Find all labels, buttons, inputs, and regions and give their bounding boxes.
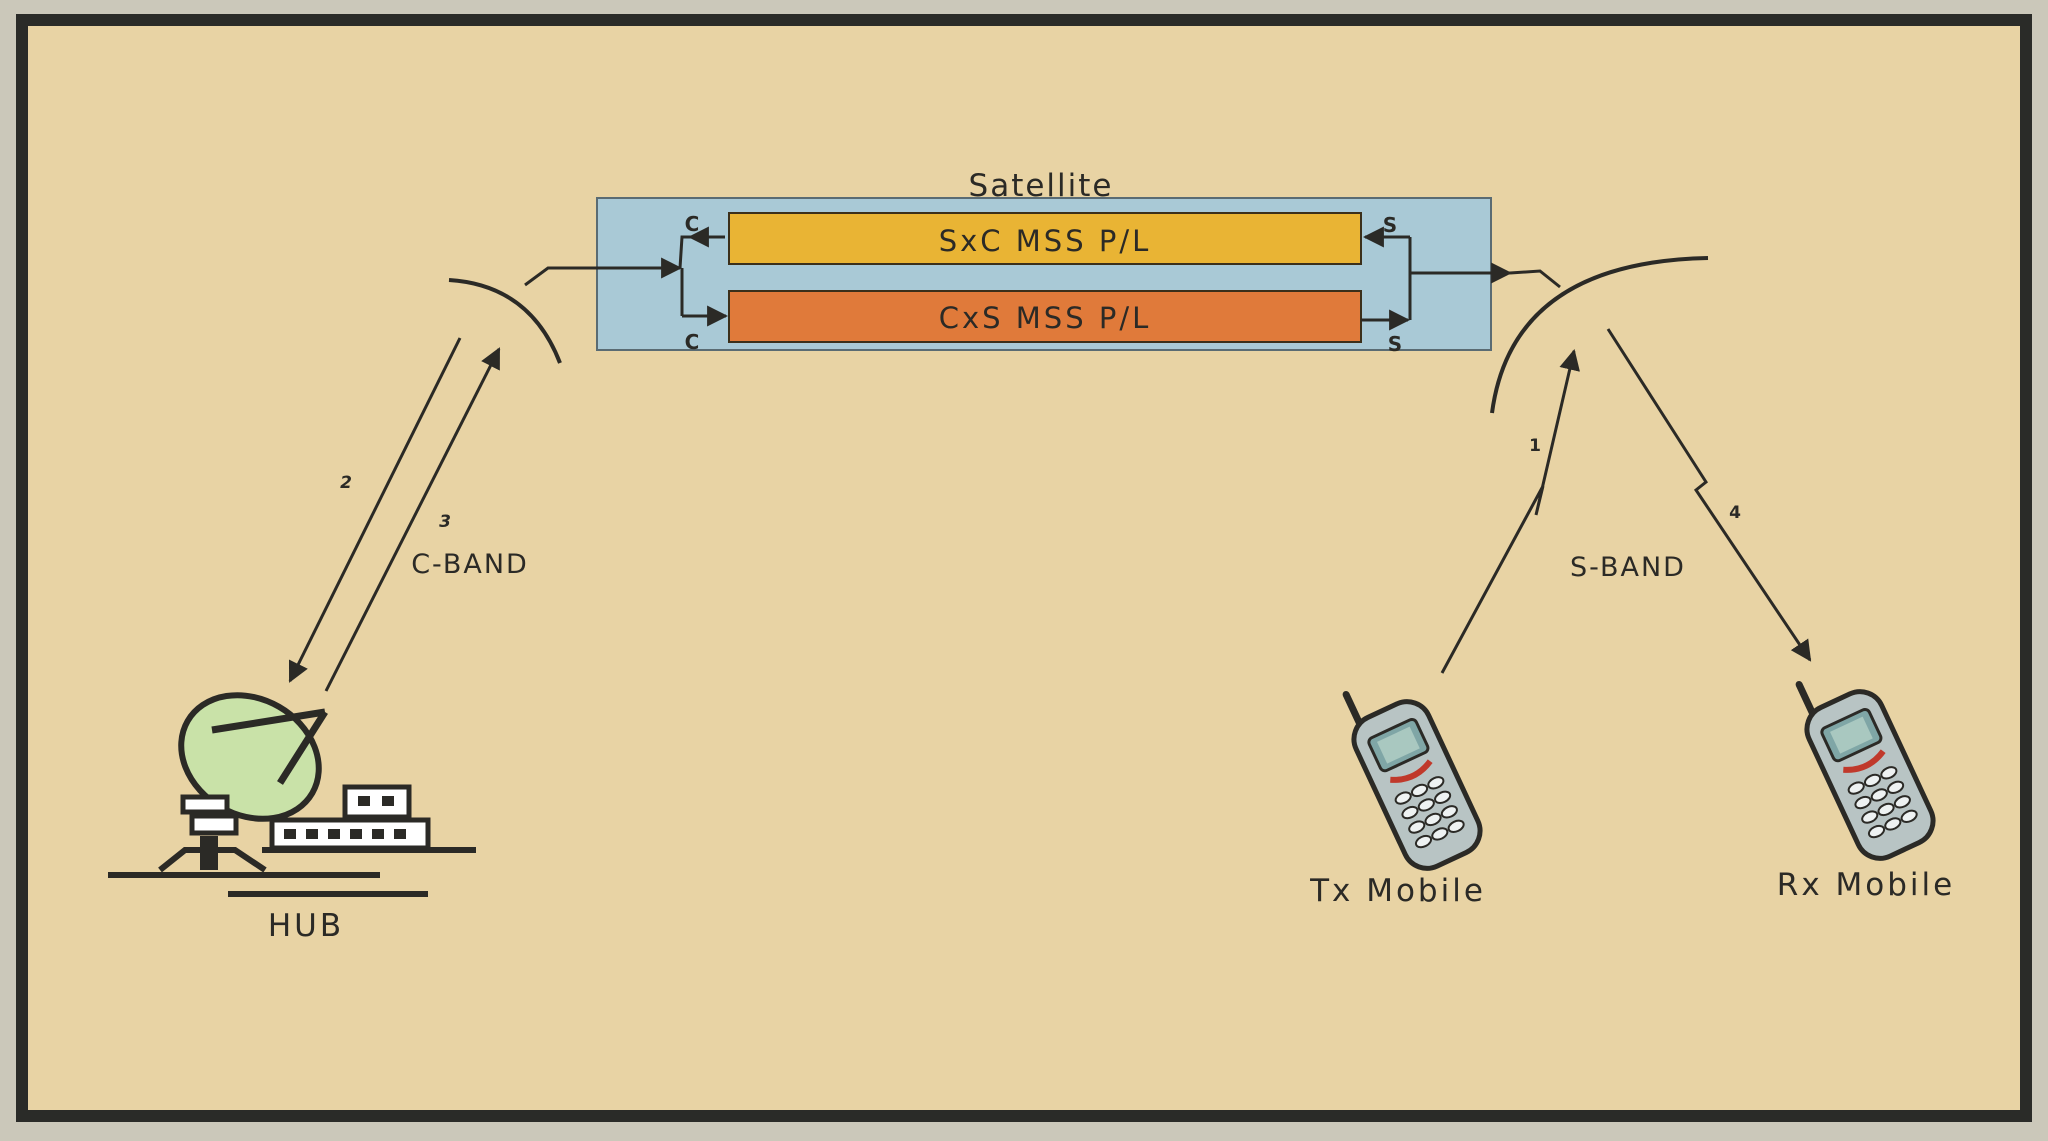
hub-label: HUB [268, 908, 344, 944]
s-band-antenna-icon [1490, 256, 1709, 414]
link-number-1: 1 [1529, 436, 1541, 456]
link-number-3: 3 [439, 512, 451, 532]
link-2-downlink [288, 337, 462, 683]
port-label-c-top: C [685, 212, 700, 236]
rx-mobile-label: Rx Mobile [1777, 867, 1955, 903]
payload-cxs [728, 290, 1362, 343]
tx-mobile-label: Tx Mobile [1309, 873, 1486, 909]
rx-mobile-phone-icon [1795, 680, 1936, 861]
payload-sxc-label: SxC MSS P/L [939, 224, 1152, 258]
link-4-downlink [1606, 328, 1812, 662]
s-band-label: S-BAND [1570, 552, 1686, 583]
link-1-uplink [1440, 348, 1580, 674]
port-label-s-bottom: S [1388, 332, 1402, 356]
link-3-uplink [324, 347, 501, 692]
c-band-antenna-icon [448, 278, 562, 364]
port-label-s-top: S [1383, 213, 1397, 237]
payload-sxc [728, 212, 1362, 265]
c-band-label: C-BAND [411, 549, 529, 580]
satellite: Satellite SxC MSS P/L CxS MSS P/L C C S … [524, 168, 1561, 356]
payload-cxs-label: CxS MSS P/L [939, 301, 1152, 335]
link-number-2: 2 [340, 473, 352, 493]
link-number-4: 4 [1729, 503, 1741, 523]
right-routing [1361, 226, 1561, 331]
satellite-title: Satellite [969, 168, 1114, 204]
hub-station-icon [108, 692, 476, 897]
left-routing [524, 226, 729, 327]
port-label-c-bottom: C [685, 330, 700, 354]
tx-mobile-phone-icon [1342, 690, 1483, 871]
